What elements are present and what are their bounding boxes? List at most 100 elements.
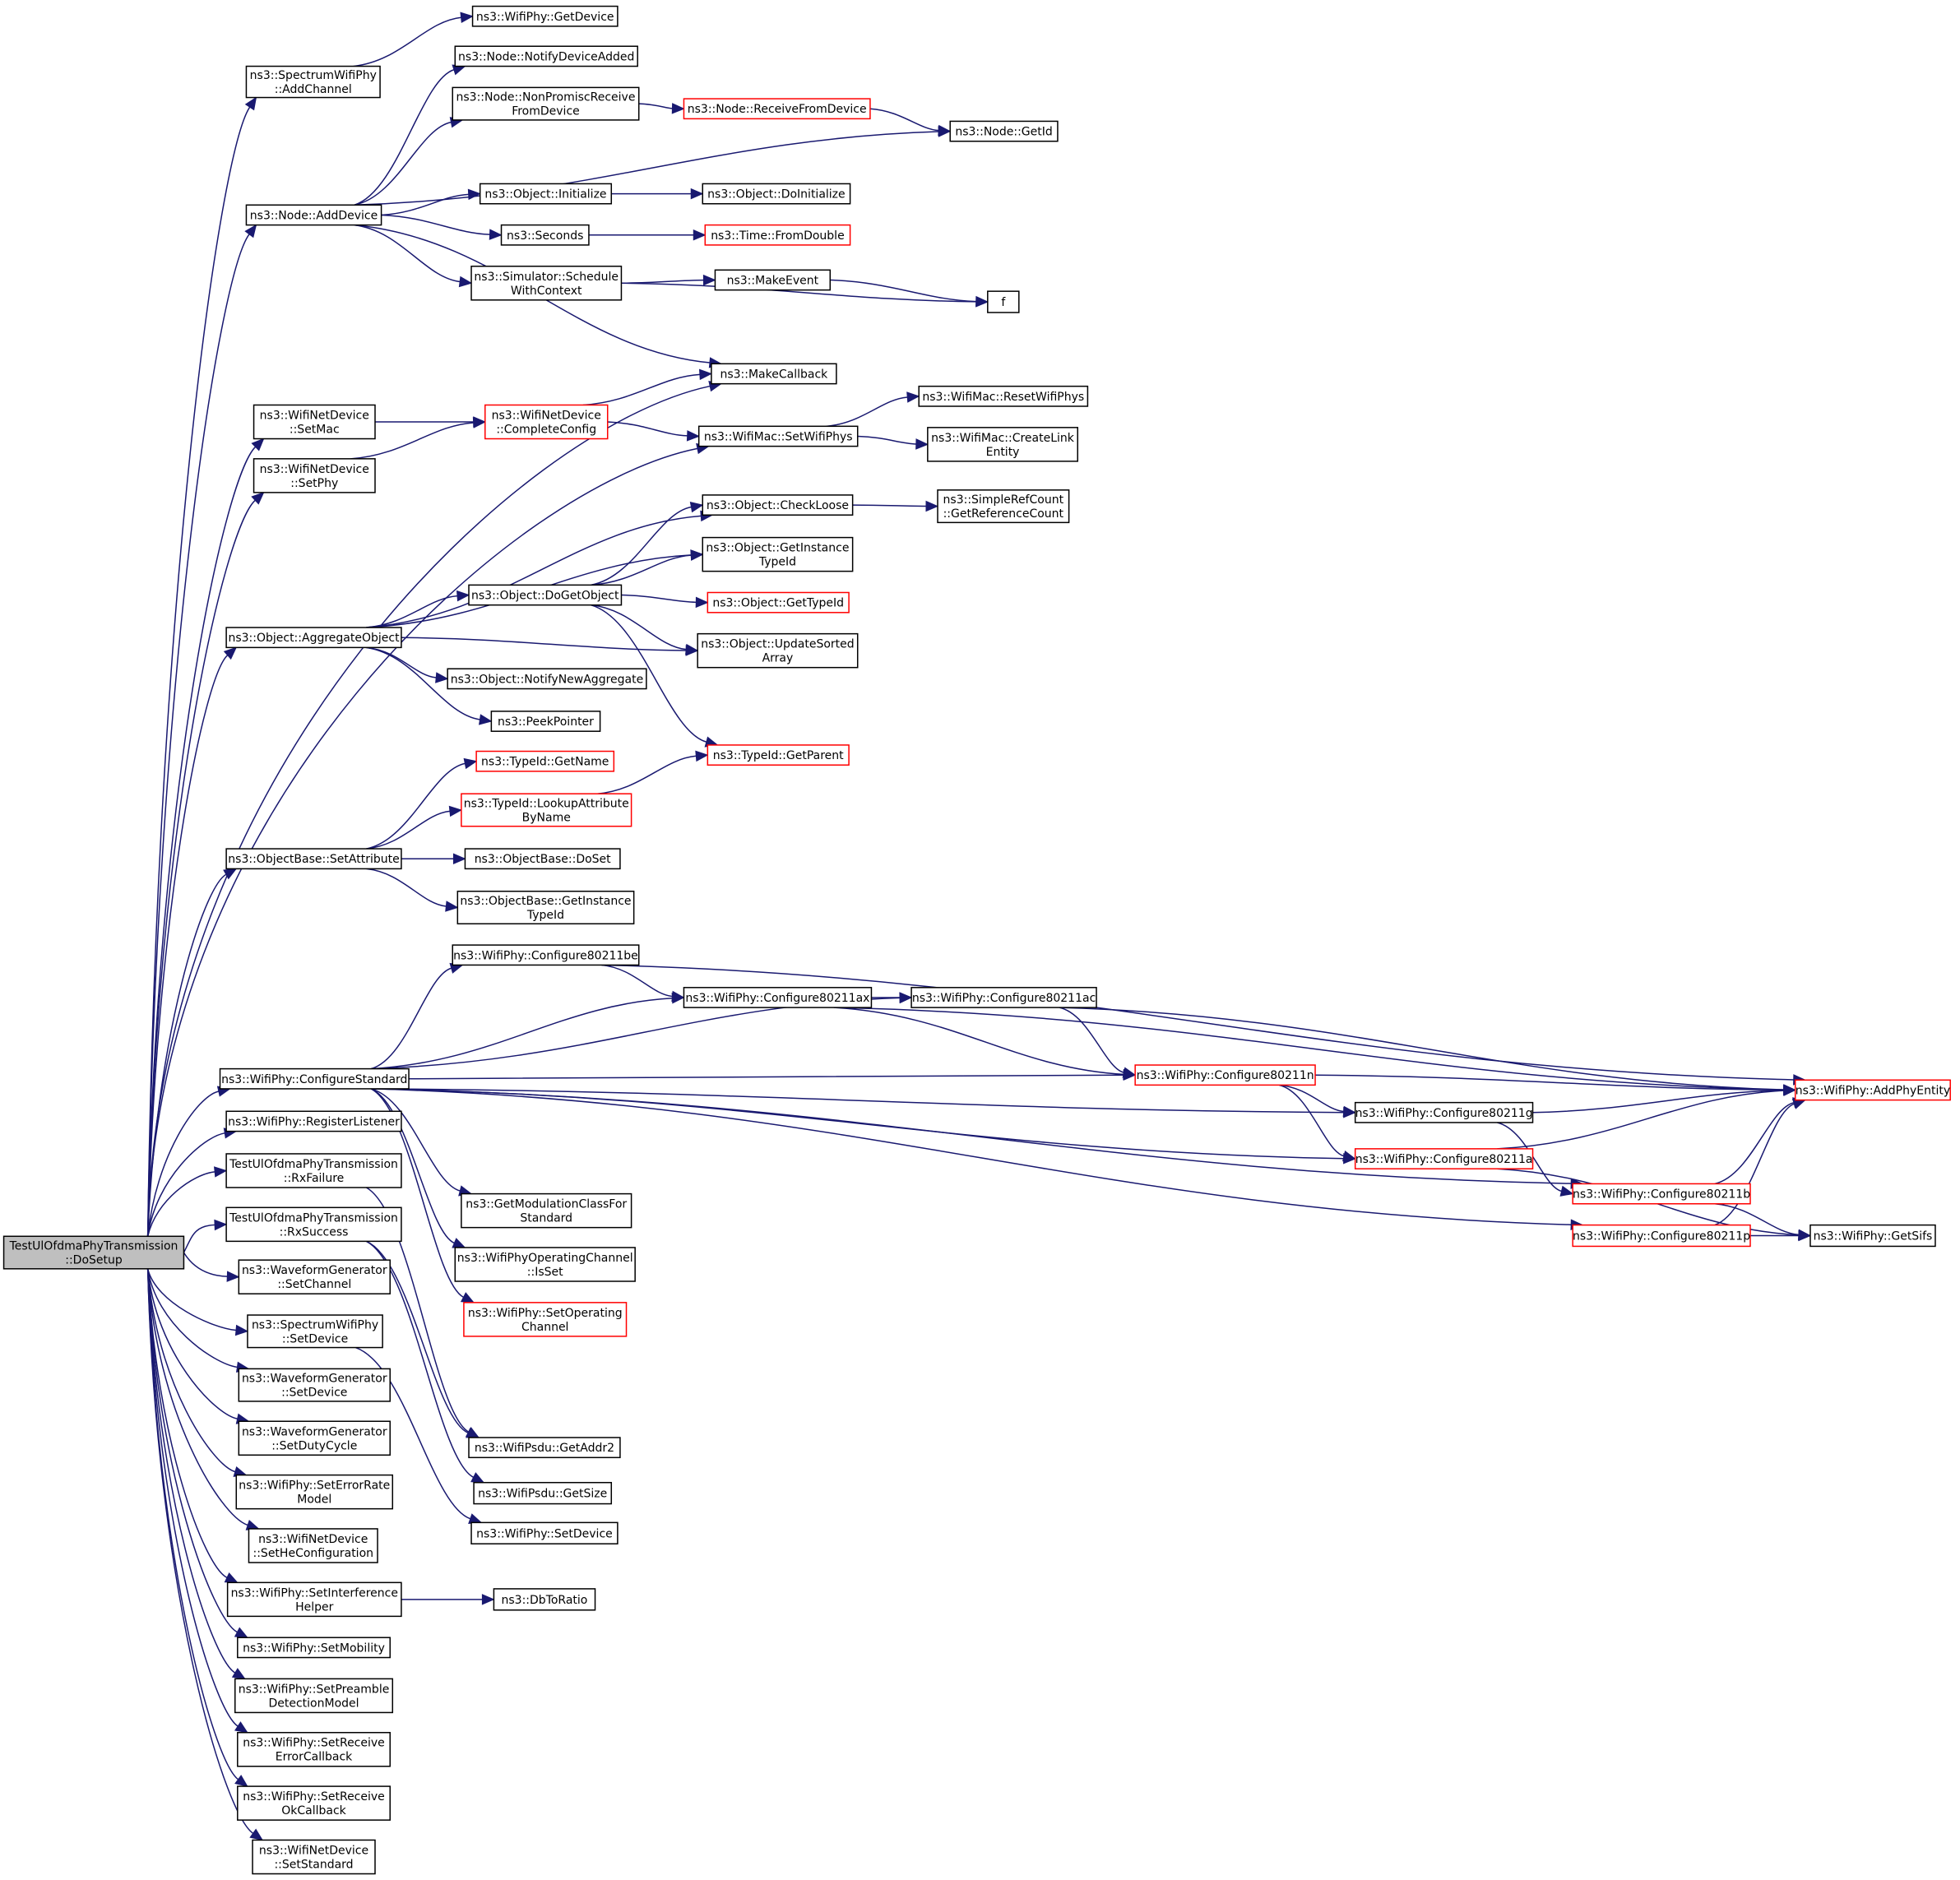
node-box[interactable]	[702, 536, 854, 572]
node-add-device[interactable]: ns3::Node::AddDevice	[245, 204, 382, 226]
node-aggregate-object[interactable]: ns3::Object::AggregateObject	[225, 627, 402, 649]
node-get-device[interactable]: ns3::WifiPhy::GetDevice	[471, 5, 619, 27]
node-box[interactable]	[454, 45, 638, 67]
node-box[interactable]	[238, 1259, 391, 1294]
node-box[interactable]	[937, 489, 1070, 524]
node-box[interactable]	[234, 1678, 394, 1714]
node-box[interactable]	[470, 1521, 619, 1544]
node-set-standard[interactable]: ns3::WifiNetDevice::SetStandard	[252, 1839, 376, 1875]
node-notify-new-aggregate[interactable]: ns3::Object::NotifyNewAggregate	[447, 668, 647, 690]
node-do-setup[interactable]: TestUlOfdmaPhyTransmission::DoSetup	[2, 1235, 185, 1270]
node-wp-set-device[interactable]: ns3::WifiPhy::SetDevice	[470, 1521, 619, 1544]
node-box[interactable]	[470, 266, 623, 301]
node-box[interactable]	[493, 1588, 596, 1611]
node-set-mac[interactable]: ns3::WifiNetDevice::SetMac	[253, 404, 376, 440]
node-box[interactable]	[2, 1235, 185, 1270]
node-box[interactable]	[683, 98, 871, 120]
node-box[interactable]	[245, 204, 382, 226]
node-box[interactable]	[461, 1192, 632, 1229]
node-box[interactable]	[238, 1368, 391, 1402]
node-box[interactable]	[225, 1206, 402, 1243]
node-box[interactable]	[918, 385, 1089, 407]
node-get-id[interactable]: ns3::Node::GetId	[949, 120, 1059, 142]
node-box[interactable]	[704, 224, 851, 246]
node-f[interactable]: f	[987, 290, 1020, 313]
node-set-phy[interactable]: ns3::WifiNetDevice::SetPhy	[253, 458, 376, 493]
node-box[interactable]	[500, 224, 590, 246]
node-box[interactable]	[1354, 1148, 1534, 1169]
node-box[interactable]	[702, 494, 854, 516]
node-peek-pointer[interactable]: ns3::PeekPointer	[490, 711, 601, 732]
node-box[interactable]	[1572, 1183, 1751, 1205]
node-type-id-get-parent[interactable]: ns3::TypeId::GetParent	[707, 744, 850, 766]
node-cfg-g[interactable]: ns3::WifiPhy::Configure80211g	[1354, 1101, 1534, 1123]
node-box[interactable]	[707, 591, 850, 614]
node-do-initialize[interactable]: ns3::Object::DoInitialize	[702, 183, 851, 205]
node-box[interactable]	[475, 750, 615, 772]
node-box[interactable]	[225, 627, 402, 649]
node-set-he-configuration[interactable]: ns3::WifiNetDevice::SetHeConfiguration	[248, 1528, 378, 1563]
node-receive-from-device[interactable]: ns3::Node::ReceiveFromDevice	[683, 98, 871, 120]
node-wg-set-duty-cycle[interactable]: ns3::WaveformGenerator::SetDutyCycle	[238, 1420, 391, 1456]
node-box[interactable]	[226, 1581, 402, 1618]
node-box[interactable]	[253, 404, 376, 440]
node-reset-wifi-phys[interactable]: ns3::WifiMac::ResetWifiPhys	[918, 385, 1089, 407]
node-seconds[interactable]: ns3::Seconds	[500, 224, 590, 246]
node-cfg-be[interactable]: ns3::WifiPhy::Configure80211be	[452, 944, 640, 966]
node-box[interactable]	[714, 269, 832, 291]
node-wg-set-channel[interactable]: ns3::WaveformGenerator::SetChannel	[238, 1259, 391, 1294]
node-box[interactable]	[225, 848, 402, 870]
node-box[interactable]	[1134, 1064, 1316, 1086]
node-box[interactable]	[471, 5, 619, 27]
node-box[interactable]	[464, 848, 621, 870]
node-box[interactable]	[949, 120, 1059, 142]
node-box[interactable]	[248, 1528, 378, 1563]
node-box[interactable]	[219, 1067, 410, 1090]
node-box[interactable]	[225, 1153, 402, 1188]
node-cfg-b[interactable]: ns3::WifiPhy::Configure80211b	[1572, 1183, 1751, 1205]
node-box[interactable]	[247, 1314, 383, 1349]
node-box[interactable]	[987, 290, 1020, 313]
node-cfg-n[interactable]: ns3::WifiPhy::Configure80211n	[1134, 1064, 1316, 1086]
node-box[interactable]	[456, 891, 635, 925]
node-box[interactable]	[479, 183, 613, 205]
node-box[interactable]	[683, 987, 873, 1008]
node-box[interactable]	[463, 1302, 628, 1337]
node-set-attribute[interactable]: ns3::ObjectBase::SetAttribute	[225, 848, 402, 870]
node-get-reference-count[interactable]: ns3::SimpleRefCount::GetReferenceCount	[937, 489, 1070, 524]
node-box[interactable]	[225, 1110, 402, 1132]
node-make-callback[interactable]: ns3::MakeCallback	[711, 363, 837, 385]
node-box[interactable]	[253, 458, 376, 493]
node-box[interactable]	[1794, 1079, 1951, 1101]
node-box[interactable]	[697, 425, 859, 447]
node-make-event[interactable]: ns3::MakeEvent	[714, 269, 832, 291]
node-set-mobility[interactable]: ns3::WifiPhy::SetMobility	[237, 1637, 391, 1659]
node-box[interactable]	[484, 404, 609, 440]
node-get-size[interactable]: ns3::WifiPsdu::GetSize	[473, 1481, 613, 1505]
node-set-wifi-phys[interactable]: ns3::WifiMac::SetWifiPhys	[697, 425, 859, 447]
node-box[interactable]	[707, 744, 850, 766]
node-wg-set-device[interactable]: ns3::WaveformGenerator::SetDevice	[238, 1368, 391, 1402]
node-box[interactable]	[927, 427, 1078, 462]
node-initialize[interactable]: ns3::Object::Initialize	[479, 183, 613, 205]
node-db-to-ratio[interactable]: ns3::DbToRatio	[493, 1588, 596, 1611]
node-configure-standard[interactable]: ns3::WifiPhy::ConfigureStandard	[219, 1067, 410, 1090]
node-box[interactable]	[697, 632, 859, 669]
node-box[interactable]	[245, 65, 381, 99]
node-box[interactable]	[461, 793, 632, 827]
node-add-phy-entity[interactable]: ns3::WifiPhy::AddPhyEntity	[1794, 1079, 1951, 1101]
node-box[interactable]	[468, 584, 623, 606]
node-box[interactable]	[1354, 1101, 1534, 1123]
